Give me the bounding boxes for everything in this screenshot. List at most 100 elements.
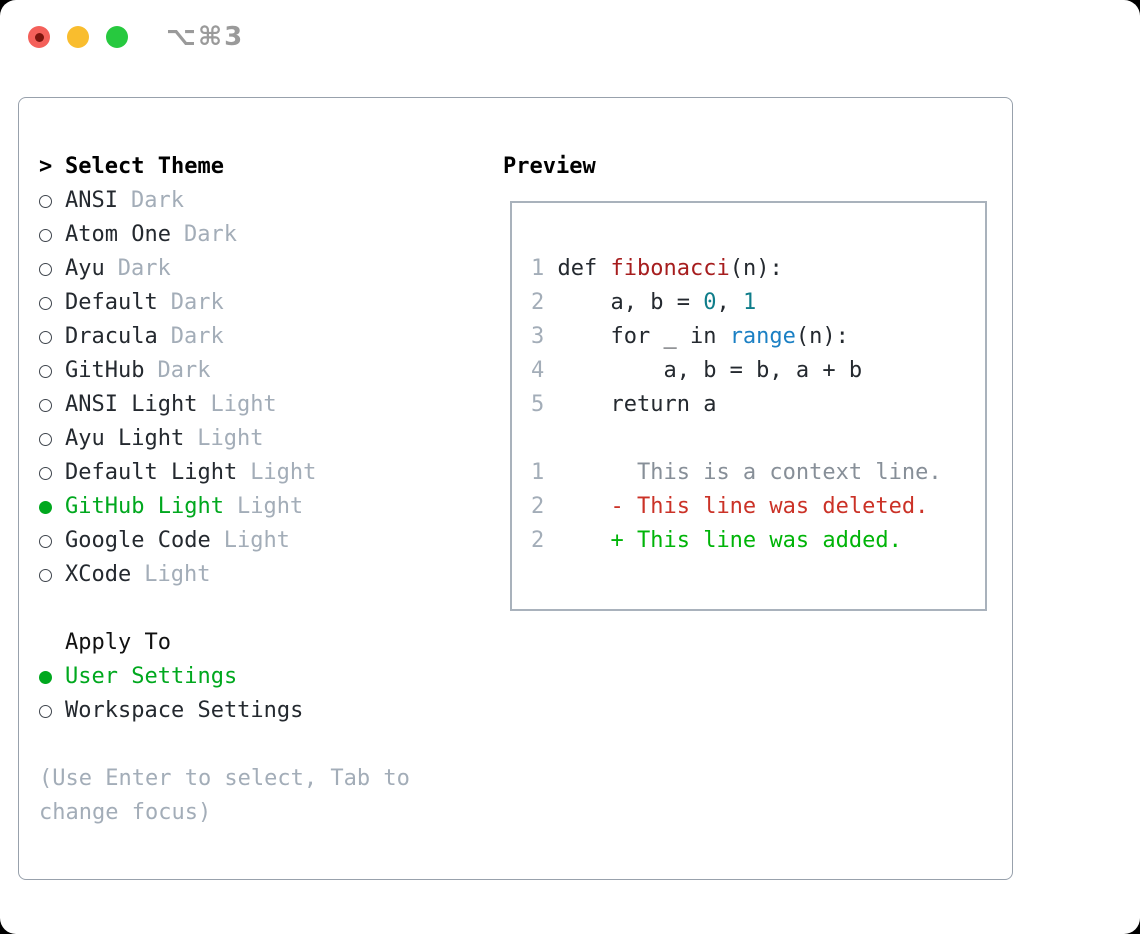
theme-option-github[interactable]: GitHub Dark bbox=[39, 354, 489, 388]
radio-icon bbox=[39, 466, 52, 480]
theme-variant: Light bbox=[236, 494, 304, 519]
code-segment-plain: return a bbox=[557, 392, 717, 417]
code-line: 1 This is a context line. bbox=[531, 456, 985, 490]
apply-to-header: Apply To bbox=[39, 626, 489, 660]
code-line: 1 def fibonacci(n): bbox=[531, 252, 985, 286]
window-controls bbox=[28, 26, 128, 48]
radio-icon bbox=[39, 296, 52, 310]
code-segment-plain: (n): bbox=[795, 324, 849, 349]
theme-name: ANSI bbox=[65, 188, 118, 213]
radio-icon bbox=[39, 704, 52, 718]
code-segment-linenum: 4 bbox=[531, 358, 558, 383]
code-segment-linenum: 1 bbox=[531, 460, 558, 485]
spacer bbox=[39, 592, 489, 626]
theme-variant: Light bbox=[210, 392, 277, 417]
theme-variant: Light bbox=[144, 562, 211, 587]
theme-option-github-light[interactable]: GitHub Light Light bbox=[39, 490, 489, 524]
window-title: ⌥⌘3 bbox=[166, 22, 245, 52]
close-button[interactable] bbox=[28, 26, 50, 48]
theme-name: XCode bbox=[65, 562, 132, 587]
apply-option-workspace-settings[interactable]: Workspace Settings bbox=[39, 694, 489, 728]
theme-variant: Light bbox=[197, 426, 264, 451]
theme-variant: Dark bbox=[157, 358, 211, 383]
code-segment-context: This is a context line. bbox=[557, 460, 942, 485]
preview-title: Preview bbox=[503, 154, 596, 179]
code-line: 2 - This line was deleted. bbox=[531, 490, 985, 524]
maximize-button[interactable] bbox=[106, 26, 128, 48]
code-segment-plain: def bbox=[557, 256, 611, 281]
radio-icon bbox=[39, 432, 52, 446]
code-segment-plain: a, b = bbox=[557, 290, 704, 315]
code-line: 3 for _ in range(n): bbox=[531, 320, 985, 354]
theme-option-default-light[interactable]: Default Light Light bbox=[39, 456, 489, 490]
radio-selected-icon bbox=[39, 670, 52, 684]
window-titlebar: ⌥⌘3 bbox=[0, 0, 1140, 75]
radio-icon bbox=[39, 262, 52, 276]
code-line: 4 a, b = b, a + b bbox=[531, 354, 985, 388]
theme-variant: Dark bbox=[183, 222, 237, 247]
theme-option-ayu-light[interactable]: Ayu Light Light bbox=[39, 422, 489, 456]
apply-option-label: Workspace Settings bbox=[65, 698, 304, 723]
theme-name: Default bbox=[65, 290, 158, 315]
theme-name: Default Light bbox=[65, 460, 238, 485]
code-segment-plain: , bbox=[716, 290, 743, 315]
radio-icon bbox=[39, 194, 52, 208]
code-segment-number: 0 bbox=[703, 290, 717, 315]
theme-name: Dracula bbox=[65, 324, 158, 349]
theme-name: Atom One bbox=[65, 222, 171, 247]
apply-option-label: User Settings bbox=[65, 664, 238, 689]
theme-variant: Dark bbox=[170, 324, 224, 349]
code-segment-added: + This line was added. bbox=[557, 528, 902, 553]
theme-option-xcode[interactable]: XCode Light bbox=[39, 558, 489, 592]
code-segment-number: 1 bbox=[742, 290, 757, 315]
theme-variant: Light bbox=[250, 460, 317, 485]
theme-variant: Light bbox=[223, 528, 290, 553]
theme-name: Google Code bbox=[65, 528, 211, 553]
radio-icon bbox=[39, 534, 52, 548]
theme-name: GitHub bbox=[65, 358, 145, 383]
theme-variant: Dark bbox=[117, 256, 171, 281]
radio-icon bbox=[39, 330, 52, 344]
code-segment-plain: for _ in bbox=[557, 324, 730, 349]
hint-text: (Use Enter to select, Tab to change focu… bbox=[39, 766, 410, 825]
spacer bbox=[39, 728, 489, 762]
theme-option-google-code[interactable]: Google Code Light bbox=[39, 524, 489, 558]
radio-icon bbox=[39, 398, 52, 412]
theme-option-ayu[interactable]: Ayu Dark bbox=[39, 252, 489, 286]
select-theme-header: > Select Theme bbox=[39, 150, 489, 184]
code-segment-linenum: 2 bbox=[531, 494, 558, 519]
code-segment-linenum: 2 bbox=[531, 528, 558, 553]
apply-option-user-settings[interactable]: User Settings bbox=[39, 660, 489, 694]
radio-icon bbox=[39, 228, 52, 242]
radio-selected-icon bbox=[39, 500, 52, 514]
code-line: 2 a, b = 0, 1 bbox=[531, 286, 985, 320]
theme-option-dracula[interactable]: Dracula Dark bbox=[39, 320, 489, 354]
minimize-button[interactable] bbox=[67, 26, 89, 48]
code-segment-function: fibonacci bbox=[610, 256, 730, 281]
code-line: 2 + This line was added. bbox=[531, 524, 985, 558]
radio-icon bbox=[39, 568, 52, 582]
code-segment-plain: (n): bbox=[729, 256, 783, 281]
radio-icon bbox=[39, 364, 52, 378]
theme-name: Ayu Light bbox=[65, 426, 185, 451]
select-theme-label: Select Theme bbox=[65, 154, 224, 179]
theme-option-atom-one[interactable]: Atom One Dark bbox=[39, 218, 489, 252]
theme-name: GitHub Light bbox=[65, 494, 224, 519]
code-line: 5 return a bbox=[531, 388, 985, 422]
code-segment-deleted: - This line was deleted. bbox=[557, 494, 929, 519]
code-segment-linenum: 5 bbox=[531, 392, 558, 417]
code-segment-linenum: 1 bbox=[531, 256, 558, 281]
code-segment-linenum: 3 bbox=[531, 324, 558, 349]
apply-to-label: Apply To bbox=[65, 630, 171, 655]
close-dot-icon bbox=[34, 32, 44, 42]
theme-name: Ayu bbox=[65, 256, 105, 281]
